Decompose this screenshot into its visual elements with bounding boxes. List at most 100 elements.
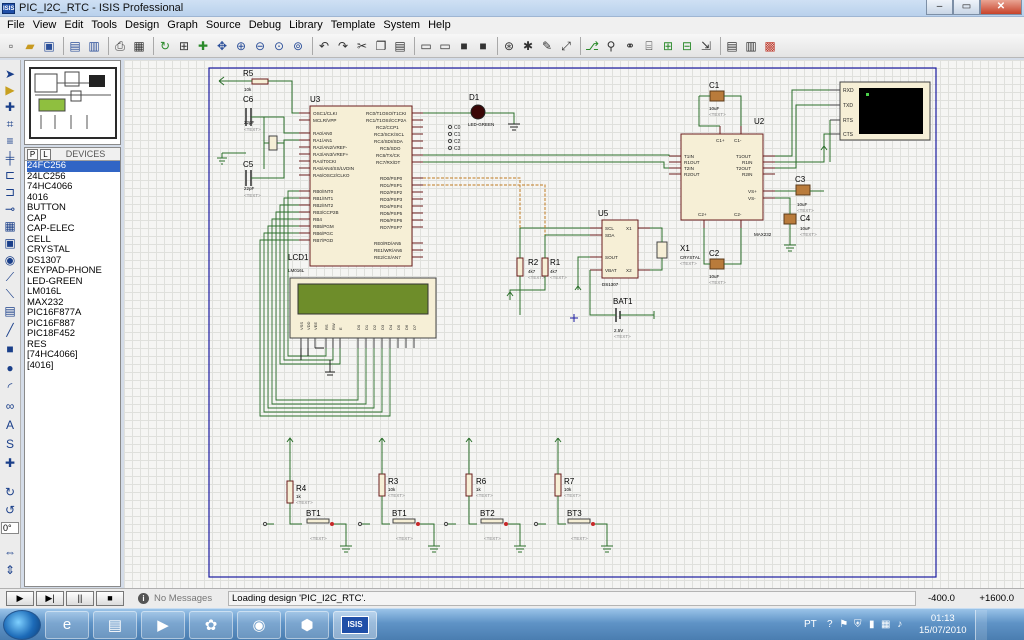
erc-icon[interactable]: ▥ — [745, 38, 757, 53]
c6-capacitor[interactable]: C6 22pF <TEXT> — [243, 95, 261, 132]
import-icon[interactable]: ▤ — [69, 38, 81, 53]
pan-icon[interactable]: ✥ — [216, 38, 228, 53]
device-item[interactable]: DS1307 — [27, 254, 62, 266]
file-explorer-icon[interactable]: ▤ — [93, 610, 137, 639]
subcircuit-icon[interactable]: ⊏ — [4, 168, 16, 182]
graph-icon[interactable]: ▦ — [4, 219, 16, 233]
redo-icon[interactable]: ↷ — [337, 38, 349, 53]
language-indicator[interactable]: PT — [804, 619, 817, 630]
network-tray-icon[interactable]: ▦ — [881, 619, 891, 630]
cut-icon[interactable]: ✂ — [356, 38, 368, 53]
wire-autorouter-icon[interactable]: ⎇ — [585, 38, 599, 53]
c4-capacitor[interactable]: C4 10uF <TEXT> — [775, 197, 817, 252]
menu-template[interactable]: Template — [330, 19, 376, 31]
battery-icon[interactable]: ▮ — [869, 619, 875, 630]
zoom-in-icon[interactable]: ⊕ — [235, 38, 247, 53]
device-item[interactable]: KEYPAD-PHONE — [27, 265, 102, 276]
origin-icon[interactable]: ✚ — [197, 38, 209, 53]
minimize-button[interactable]: – — [926, 0, 953, 15]
x1-crystal[interactable]: X1 CRYSTAL <TEXT> — [650, 227, 701, 271]
r5-resistor[interactable]: R5 10k — [218, 69, 299, 114]
c2-capacitor[interactable]: C2 10uF <TEXT> — [703, 228, 742, 285]
line-icon[interactable]: ╱ — [6, 323, 14, 337]
marker-icon[interactable]: ✚ — [4, 456, 16, 470]
bus-icon[interactable]: ╪ — [5, 151, 15, 165]
device-item[interactable]: 24FC256 — [27, 160, 120, 172]
menu-help[interactable]: Help — [428, 19, 451, 31]
current-probe-icon[interactable]: ⟍ — [5, 287, 15, 301]
r2-resistor[interactable]: R2 4k7 <TEXT> — [516, 257, 545, 280]
refresh-icon[interactable]: ↻ — [159, 38, 171, 53]
network-icon[interactable]: ✿ — [189, 610, 233, 639]
u5-ds1307[interactable]: U5 DS1307 SCL SDA SOUT VBAT X1 X2 — [590, 209, 650, 287]
generator-icon[interactable]: ◉ — [4, 253, 16, 267]
block-rotate-icon[interactable]: ■ — [460, 38, 468, 53]
device-item[interactable]: CAP-ELEC — [27, 223, 75, 234]
grid-icon[interactable]: ⊞ — [178, 38, 190, 53]
device-item[interactable]: PIC18F452 — [27, 328, 76, 339]
export-icon[interactable]: ▥ — [88, 38, 100, 53]
u3-microcontroller[interactable]: U3 OSC1/CLKI MCLR/VPP RA0/AN0 RA1/AN1 RA… — [299, 95, 423, 267]
menu-tools[interactable]: Tools — [91, 19, 118, 31]
bat1-battery[interactable]: BAT1 2.5V <TEXT> — [589, 270, 655, 339]
device-item[interactable]: MAX232 — [27, 296, 64, 308]
help-icon[interactable]: ? — [827, 619, 833, 630]
open-icon[interactable]: ▰ — [25, 38, 35, 53]
device-item[interactable]: 74HC4066 — [27, 181, 73, 192]
shield-icon[interactable]: ⛨ — [854, 619, 862, 630]
menu-library[interactable]: Library — [289, 19, 323, 31]
block-delete-icon[interactable]: ■ — [479, 38, 487, 53]
decompose-icon[interactable]: ⤢ — [561, 38, 571, 53]
save-icon[interactable]: ▣ — [43, 38, 55, 53]
library-manager-button[interactable]: L — [40, 148, 51, 160]
paste-icon[interactable]: ▤ — [394, 38, 406, 53]
device-item[interactable]: 24LC256 — [27, 170, 66, 182]
terminal-icon[interactable]: ⊐ — [4, 185, 16, 199]
menu-source[interactable]: Source — [205, 19, 241, 31]
goto-sheet-icon[interactable]: ⇲ — [700, 38, 712, 53]
circle-icon[interactable]: ● — [6, 361, 14, 375]
osc-crystal[interactable] — [268, 135, 278, 151]
component-mode-icon[interactable]: ▶ — [5, 83, 15, 97]
firefox-icon[interactable]: ◉ — [237, 610, 281, 639]
block-copy-icon[interactable]: ▭ — [420, 38, 432, 53]
menu-graph[interactable]: Graph — [167, 19, 198, 31]
start-button[interactable] — [3, 609, 41, 640]
virtual-instrument-icon[interactable]: ▤ — [4, 304, 16, 318]
tape-recorder-icon[interactable]: ▣ — [4, 236, 16, 250]
make-device-icon[interactable]: ✱ — [522, 38, 534, 53]
zoom-all-icon[interactable]: ⊙ — [273, 38, 285, 53]
undo-icon[interactable]: ↶ — [318, 38, 330, 53]
device-item[interactable]: PIC16F887 — [27, 317, 76, 329]
bt1-button-a[interactable]: R4 1k <TEXT> BT1 <TEXT> — [262, 437, 352, 553]
menu-system[interactable]: System — [383, 19, 421, 31]
messages-indicator[interactable]: i No Messages — [138, 591, 218, 606]
new-sheet-icon[interactable]: ⊞ — [662, 38, 674, 53]
internet-explorer-icon[interactable]: e — [45, 610, 89, 639]
device-item[interactable]: BUTTON — [27, 202, 66, 213]
device-item[interactable]: LM016L — [27, 286, 62, 297]
netlist-to-ares-icon[interactable]: ▩ — [764, 38, 776, 53]
volume-icon[interactable]: ♪ — [897, 619, 903, 630]
zoom-out-icon[interactable]: ⊖ — [254, 38, 266, 53]
block-move-icon[interactable]: ▭ — [439, 38, 451, 53]
print-icon[interactable]: ⎙ — [115, 38, 125, 53]
media-player-icon[interactable]: ▶ — [141, 610, 185, 639]
mirror-horizontal-icon[interactable]: ⇔ — [4, 545, 16, 559]
junction-dot-icon[interactable]: ✚ — [4, 100, 16, 114]
selection-mode-icon[interactable]: ➤ — [4, 67, 16, 81]
zoom-area-icon[interactable]: ⊚ — [292, 38, 304, 53]
menu-debug[interactable]: Debug — [248, 19, 282, 31]
device-pin-icon[interactable]: ⊸ — [4, 202, 16, 216]
play-button[interactable]: ▶ — [6, 591, 34, 606]
box-icon[interactable]: ■ — [6, 342, 14, 356]
flag-icon[interactable]: ⚑ — [839, 619, 849, 630]
c5-capacitor[interactable]: C5 22pF <TEXT> — [243, 160, 261, 198]
symbol-icon[interactable]: S — [5, 437, 14, 451]
device-item[interactable]: CELL — [27, 233, 51, 245]
device-item[interactable]: CAP — [27, 212, 47, 224]
overview-window[interactable] — [24, 60, 121, 145]
voltage-probe-icon[interactable]: ⟋ — [5, 270, 15, 284]
bt3-button[interactable]: R7 10k <TEXT> BT3 <TEXT> — [533, 437, 613, 553]
path-icon[interactable]: ∞ — [5, 399, 15, 413]
